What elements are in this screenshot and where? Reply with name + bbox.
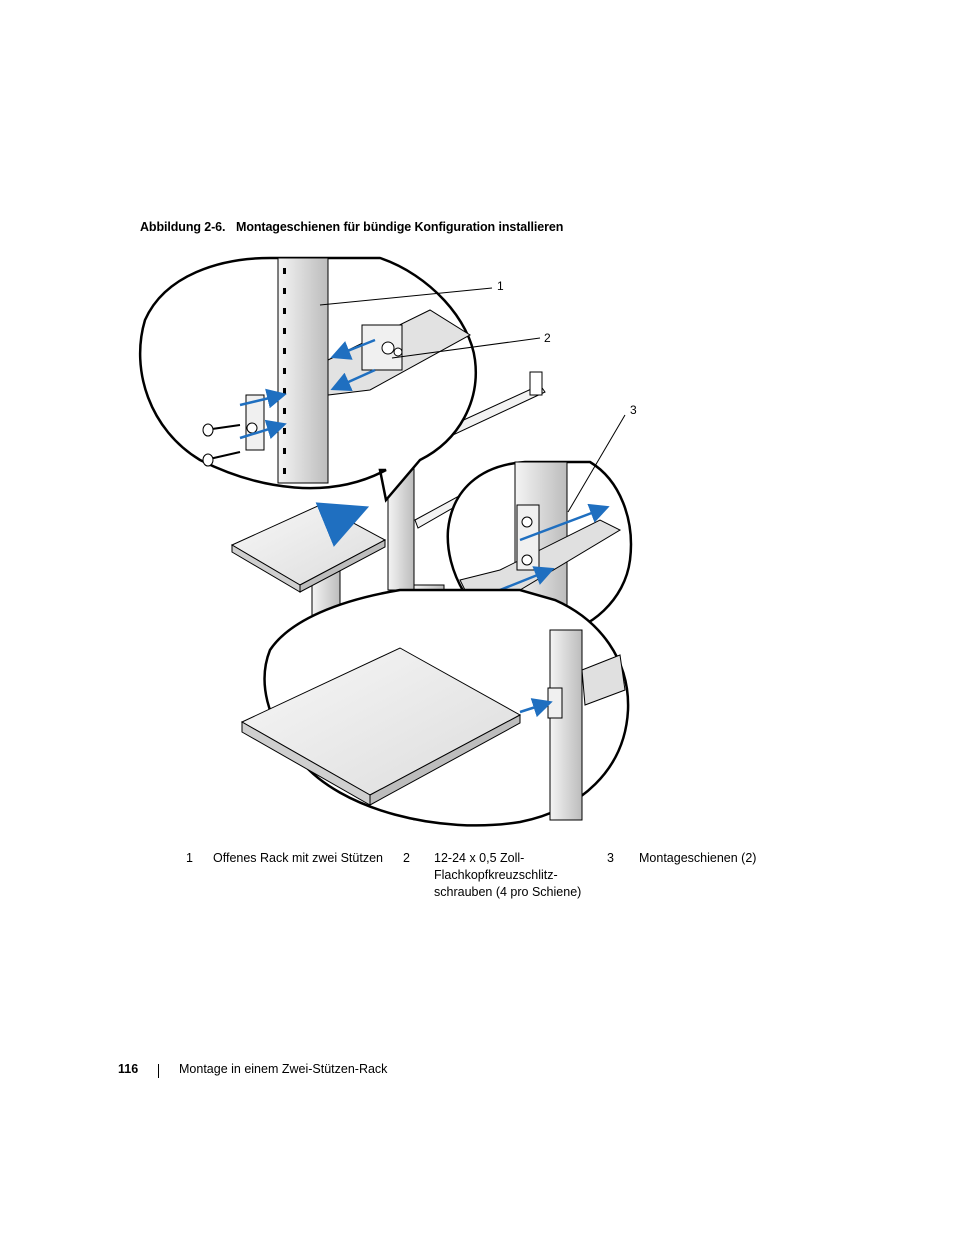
legend-text-3: Montageschienen (2): [639, 851, 757, 865]
legend-text-2: 12-24 x 0,5 Zoll- Flachkopfkreuzschlitz-…: [434, 850, 604, 901]
footer-separator: [158, 1064, 159, 1078]
legend-text-2-line-1: 12-24 x 0,5 Zoll-: [434, 851, 525, 865]
magnifier-bottom: [240, 588, 630, 827]
page-footer: 116 Montage in einem Zwei-Stützen-Rack: [118, 1062, 387, 1078]
callout-2: 2: [544, 331, 551, 345]
insert-arrow-icon: [315, 502, 370, 547]
callout-3: 3: [630, 403, 637, 417]
callout-1: 1: [497, 279, 504, 293]
page-number: 116: [118, 1062, 139, 1076]
legend-number-2: 2: [403, 851, 410, 865]
callout-lines: [319, 287, 626, 513]
legend-number-1: 1: [186, 851, 193, 865]
legend-text-2-line-3: schrauben (4 pro Schiene): [434, 885, 582, 899]
small-tray-illustration: [230, 504, 387, 593]
figure-caption: Abbildung 2-6. Montageschienen für bündig…: [140, 220, 563, 234]
legend-text-1: Offenes Rack mit zwei Stützen: [213, 851, 383, 865]
magnifier-top: [138, 256, 477, 503]
figure-number: Abbildung 2-6.: [140, 220, 226, 234]
section-title: Montage in einem Zwei-Stützen-Rack: [179, 1062, 388, 1076]
legend-number-3: 3: [607, 851, 614, 865]
figure-title: Montageschienen für bündige Konfiguratio…: [236, 220, 564, 234]
legend-text-2-line-2: Flachkopfkreuzschlitz-: [434, 868, 558, 882]
